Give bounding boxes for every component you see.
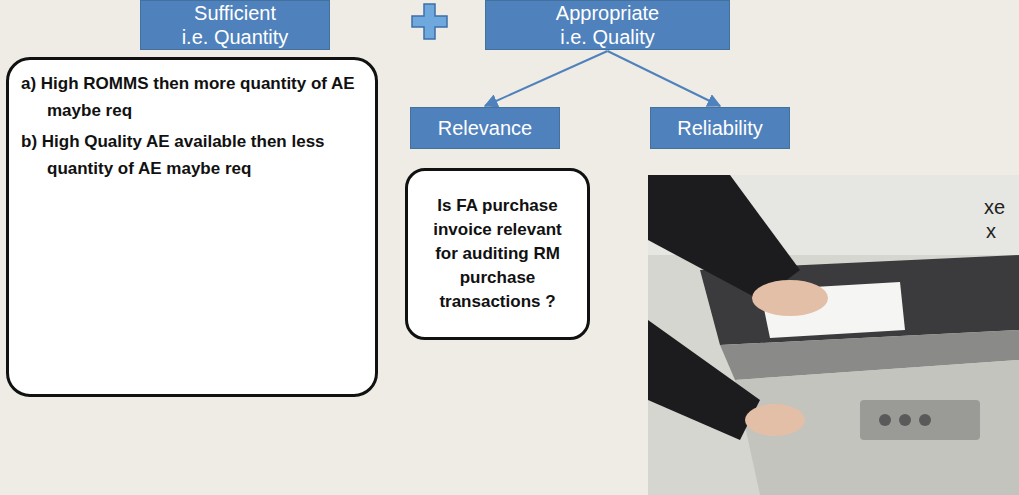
photo-label: x (986, 220, 996, 242)
note-box: a) High ROMMS then more quantity of AE m… (6, 57, 378, 397)
node-text: Appropriate (556, 1, 659, 25)
quality-box: Reliability (650, 107, 790, 149)
node-text: Relevance (438, 116, 533, 140)
node-text: Sufficient (194, 1, 276, 25)
node-text: i.e. Quality (560, 25, 654, 49)
node-text: a) High ROMMS then more quantity of AE m… (47, 70, 361, 124)
plus-symbol (412, 4, 447, 39)
criterion-box: Appropriatei.e. Quality (485, 0, 730, 50)
arrow-connector (485, 51, 608, 106)
question-box: Is FA purchase invoice relevant for audi… (405, 168, 590, 340)
criterion-box: Sufficienti.e. Quantity (140, 0, 330, 50)
photo-label: xe (984, 196, 1005, 218)
quality-box: Relevance (410, 107, 560, 149)
photocopier-photo (648, 175, 1019, 495)
node-text: b) High Quality AE available then less q… (47, 128, 361, 182)
arrow-connector (608, 51, 721, 106)
node-text: Is FA purchase invoice relevant for audi… (420, 194, 575, 314)
node-text: Reliability (677, 116, 763, 140)
node-text: i.e. Quantity (182, 25, 289, 49)
